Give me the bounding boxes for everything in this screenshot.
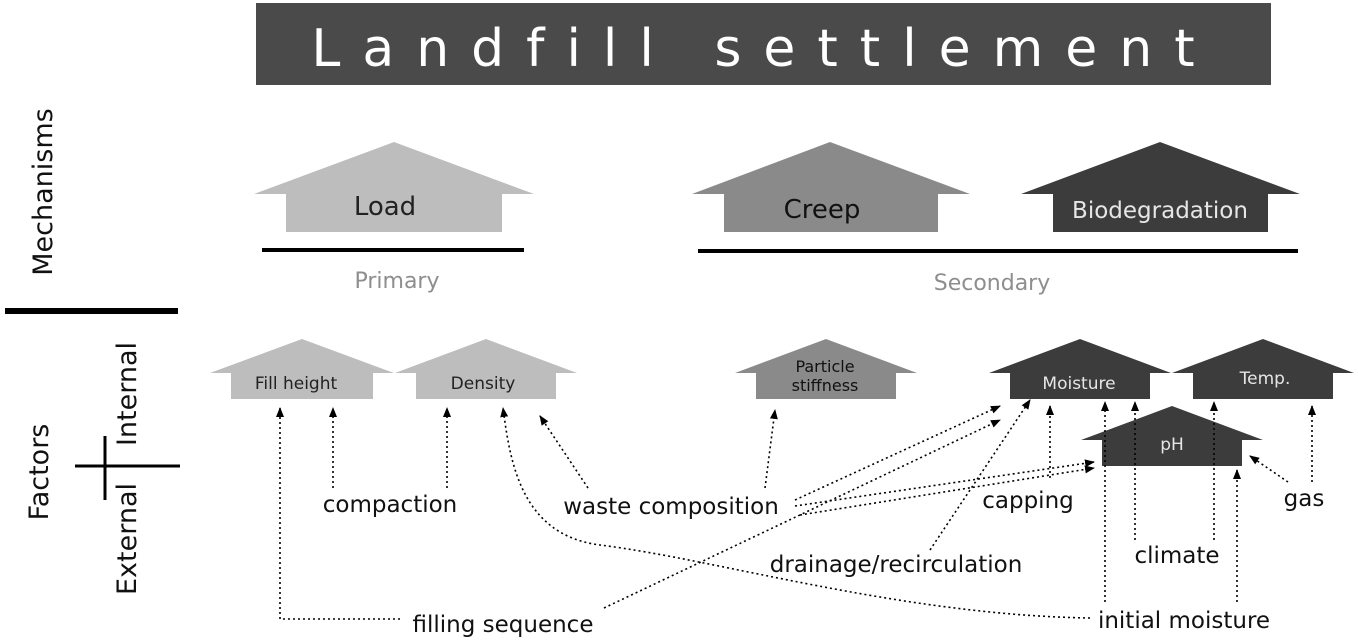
external-label: External <box>112 483 143 595</box>
temp-label: Temp. <box>1239 369 1291 389</box>
title-banner <box>256 3 1271 85</box>
influence-arrows <box>276 399 1316 620</box>
density-factor-shape <box>395 339 577 399</box>
creep-mechanism-shape <box>692 142 970 232</box>
secondary-label: Secondary <box>934 271 1051 296</box>
fill-height-label: Fill height <box>255 374 338 394</box>
arrow-waste-composition-particle-stiffness <box>764 409 778 489</box>
temp-factor-shape <box>1172 339 1354 399</box>
arrow-drainage-moisture <box>929 399 1031 551</box>
moisture-factor-shape <box>989 339 1171 399</box>
initial-moisture-label: initial moisture <box>1098 608 1270 634</box>
waste-composition-label: waste composition <box>563 494 779 520</box>
creep-label: Creep <box>784 195 861 225</box>
particle-stiffness-label-line1: Particle <box>795 357 854 376</box>
arrow-initial-moisture-density <box>500 407 1091 619</box>
particle-stiffness-label-line2: stiffness <box>792 376 859 395</box>
climate-label: climate <box>1134 543 1219 569</box>
gas-label: gas <box>1284 486 1325 512</box>
biodegradation-label: Biodegradation <box>1072 198 1248 224</box>
arrow-gas-ph <box>1249 455 1289 483</box>
ph-label: pH <box>1160 435 1184 455</box>
arrow-waste-composition-density <box>539 415 589 489</box>
filling-sequence-label: filling sequence <box>413 612 594 638</box>
mechanisms-label: Mechanisms <box>28 108 59 275</box>
drainage-recirculation-label: drainage/recirculation <box>770 552 1023 578</box>
load-mechanism-shape <box>254 142 534 232</box>
capping-label: capping <box>982 488 1074 514</box>
internal-label: Internal <box>112 342 143 446</box>
arrow-waste-composition-moisture <box>794 405 1001 501</box>
factors-label: Factors <box>24 424 55 521</box>
arrow-filling-sequence-moisture <box>603 419 1001 609</box>
title-text: Landfill settlement <box>311 19 1216 79</box>
biodegradation-mechanism-shape <box>1021 142 1300 232</box>
fill-height-factor-shape <box>210 339 394 399</box>
moisture-label: Moisture <box>1042 374 1115 394</box>
arrow-filling-sequence-fill-height <box>276 407 400 620</box>
load-label: Load <box>354 192 416 222</box>
compaction-label: compaction <box>323 492 458 518</box>
arrow-waste-composition-ph <box>794 459 1095 507</box>
primary-label: Primary <box>354 269 439 294</box>
ph-factor-shape <box>1081 406 1263 466</box>
particle-stiffness-factor-shape <box>735 339 917 399</box>
density-label: Density <box>451 374 516 394</box>
